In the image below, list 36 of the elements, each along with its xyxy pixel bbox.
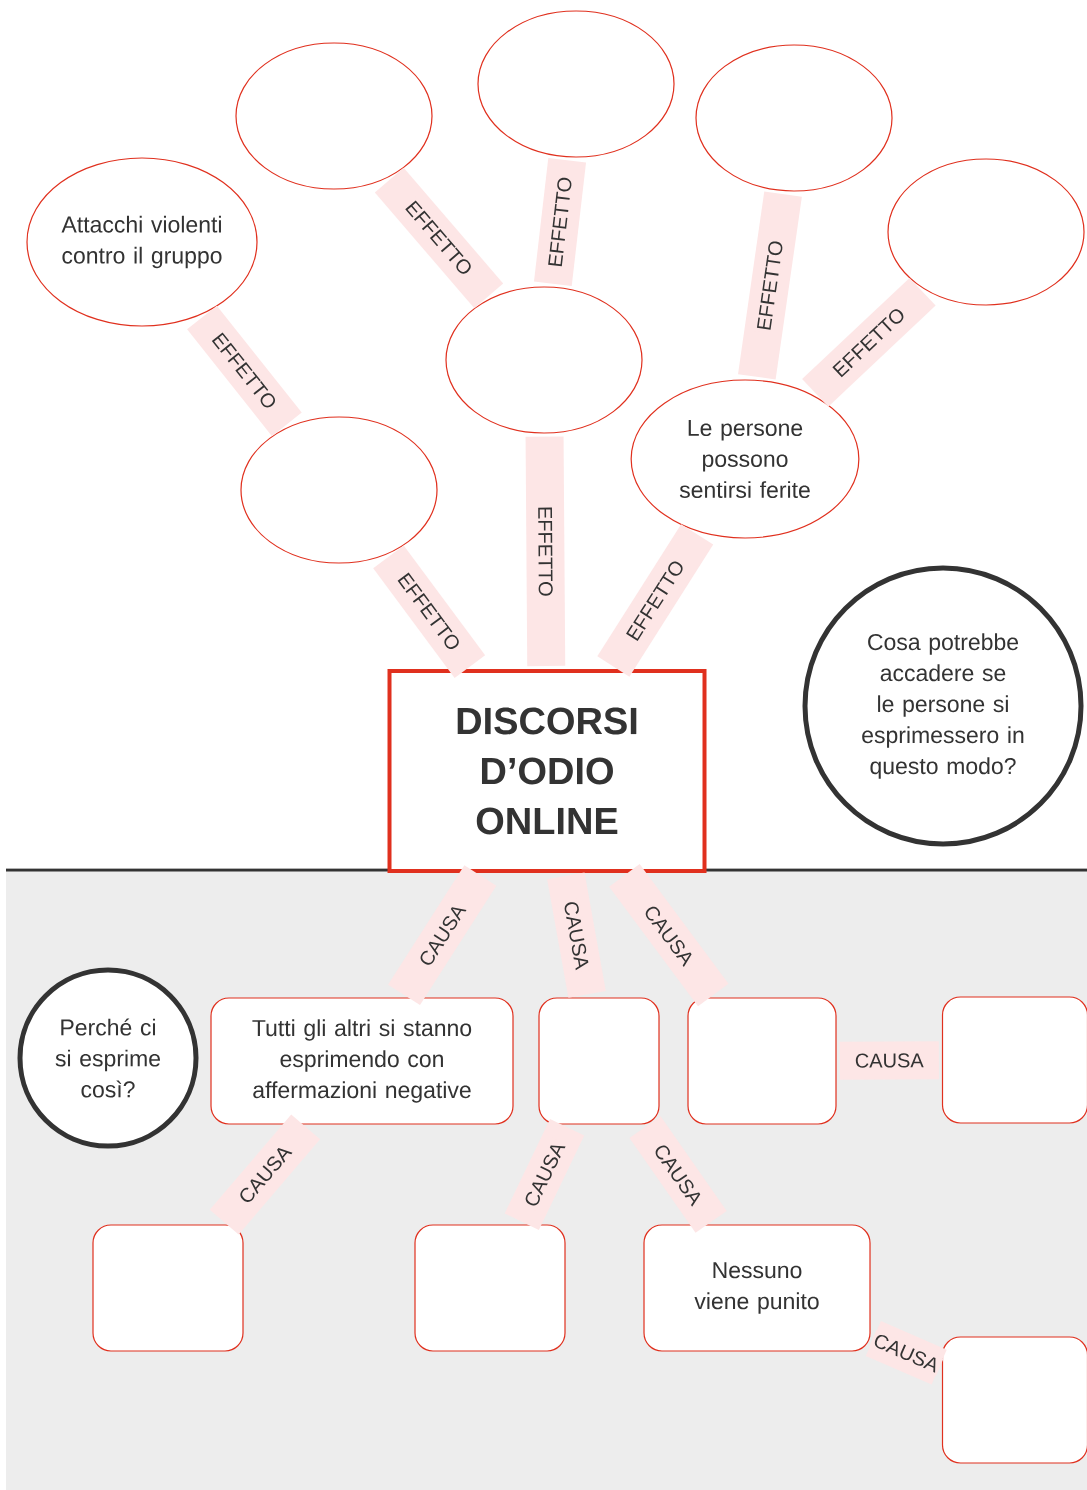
ellipse-node: Le persone possono sentirsi ferite — [630, 379, 860, 539]
ellipse-node — [695, 44, 893, 192]
ellipse-node — [235, 42, 433, 190]
band-connector — [209, 1114, 321, 1235]
rounded-box — [414, 1224, 566, 1352]
band-connector — [547, 872, 606, 998]
ellipse-node — [240, 416, 438, 564]
band-connector — [802, 277, 936, 407]
rounded-box — [92, 1224, 244, 1352]
band-connector — [388, 865, 497, 1006]
band-connector — [865, 1321, 947, 1385]
title-box: DISCORSI D’ODIO ONLINE — [387, 669, 707, 873]
edge-label: CAUSA — [561, 897, 592, 973]
edge-label: EFFETTO — [545, 173, 575, 271]
band-connector — [597, 524, 714, 677]
rounded-box — [941, 996, 1087, 1124]
ellipse-node — [445, 286, 643, 434]
rounded-box — [687, 997, 837, 1125]
band-connector — [504, 1119, 585, 1230]
band-connector — [187, 305, 302, 437]
band-connector — [738, 191, 802, 380]
band-connector — [525, 436, 566, 667]
ellipse-node: Attacchi violenti contro il gruppo — [26, 157, 258, 327]
band-connector — [629, 1116, 727, 1233]
rounded-box — [941, 1336, 1087, 1464]
ellipse-node — [477, 10, 675, 158]
band-connector — [609, 864, 729, 1007]
band-connector — [373, 545, 486, 678]
rounded-box: Nessuno viene punito — [643, 1224, 871, 1352]
edge-label: EFFETTO — [754, 237, 786, 334]
ellipse-node — [887, 158, 1085, 306]
band-connector — [374, 167, 504, 309]
rounded-box: Tutti gli altri si stanno esprimendo con affermazioni negative — [210, 997, 514, 1125]
rounded-box — [538, 997, 660, 1125]
edge-label: CAUSA — [852, 1051, 926, 1070]
band-connector — [533, 158, 587, 286]
